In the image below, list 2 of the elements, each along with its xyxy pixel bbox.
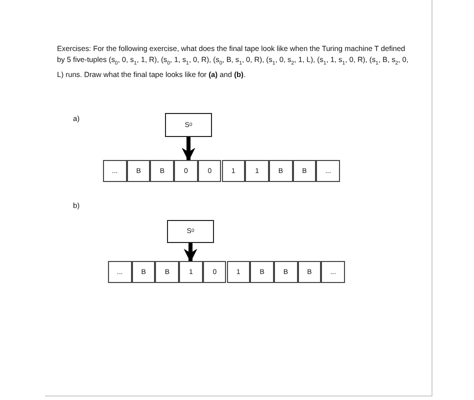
arrow bbox=[182, 137, 196, 162]
arrow bbox=[184, 243, 198, 262]
